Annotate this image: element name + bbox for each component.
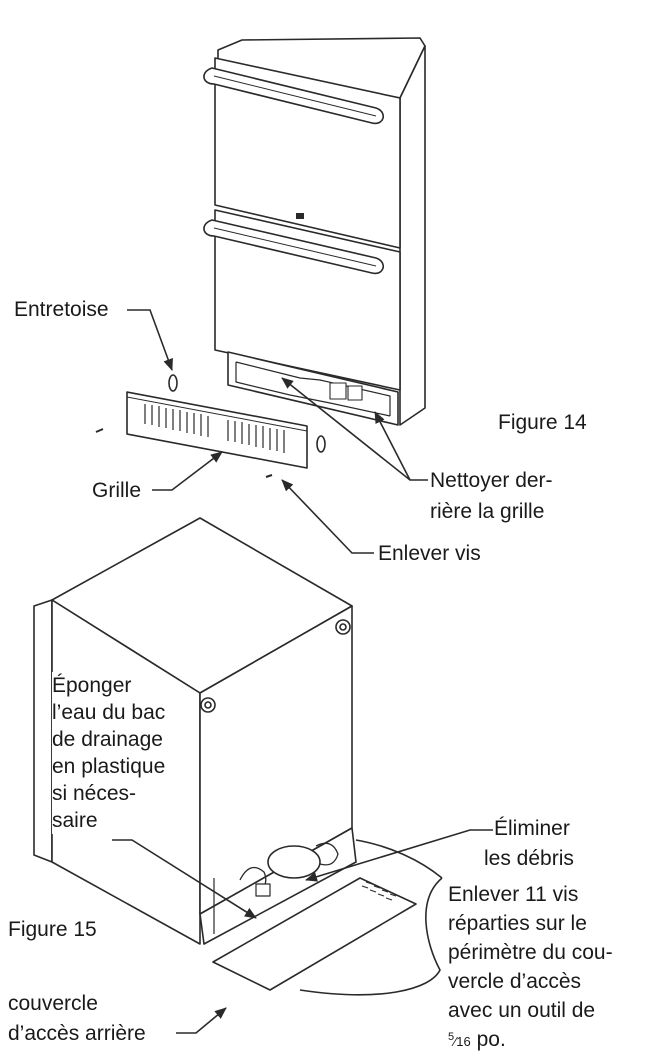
label-remove11-line3: périmètre du cou- bbox=[448, 941, 613, 964]
compressor bbox=[267, 845, 321, 879]
grille-panel bbox=[126, 391, 308, 469]
label-grille: Grille bbox=[92, 479, 142, 502]
label-remove11-line5: avec un outil de bbox=[448, 999, 596, 1022]
leader-spacer bbox=[127, 309, 173, 371]
label-sponge-line3: de drainage bbox=[52, 728, 163, 751]
spacer-left bbox=[168, 374, 178, 392]
label-remove11-line4: vercle d’accès bbox=[448, 970, 582, 993]
leader-clean-b bbox=[374, 411, 411, 481]
leader-sponge bbox=[112, 839, 257, 919]
label-cover-line1: couvercle bbox=[8, 992, 98, 1015]
label-cover-line2: d’accès arrière bbox=[8, 1022, 146, 1045]
figure15-caption: Figure 15 bbox=[8, 918, 97, 941]
figure14-caption: Figure 14 bbox=[498, 411, 587, 434]
grille-drawing bbox=[95, 374, 326, 478]
label-debris-line1: Éliminer bbox=[494, 817, 570, 840]
leader-debris bbox=[305, 829, 493, 882]
label-debris-line2: les débris bbox=[484, 847, 574, 870]
label-sponge-line5: si néces- bbox=[52, 782, 137, 805]
label-clean-line1: Nettoyer der- bbox=[430, 469, 553, 492]
label-spacer: Entretoise bbox=[14, 298, 109, 321]
label-sponge-line6: saire bbox=[52, 809, 98, 832]
label-clean-line2: rière la grille bbox=[430, 500, 545, 523]
cabinet-right-side bbox=[399, 45, 426, 426]
tool-fraction-numerator: 5 bbox=[448, 1031, 455, 1043]
door-edge bbox=[33, 599, 53, 863]
spacer-right bbox=[316, 435, 326, 453]
leader-lines bbox=[112, 309, 493, 1034]
tool-unit: po. bbox=[470, 1028, 506, 1051]
label-tool-size: 5⁄16 po. bbox=[448, 1025, 613, 1058]
label-sponge-line2: l’eau du bac bbox=[52, 701, 166, 724]
label-remove11-line2: réparties sur le bbox=[448, 912, 587, 935]
label-remove11-line1: Enlever 11 vis bbox=[448, 883, 579, 906]
leader-remove-screw bbox=[281, 479, 374, 554]
leader-remove11 bbox=[355, 839, 443, 879]
label-sponge-line4: en plastique bbox=[52, 755, 166, 778]
label-sponge-line1: Éponger bbox=[52, 674, 132, 697]
access-cover bbox=[212, 877, 417, 991]
label-remove-screw: Enlever vis bbox=[378, 542, 481, 565]
tool-fraction-slash: ⁄ bbox=[454, 1034, 457, 1049]
label-sponge: Éponger l’eau du bac de drainage en plas… bbox=[52, 672, 166, 834]
label-remove11: Enlever 11 vis réparties sur le périmètr… bbox=[448, 880, 613, 1058]
tool-fraction-denominator: 16 bbox=[456, 1034, 471, 1049]
figure14-drawing bbox=[203, 37, 426, 426]
leader-cover bbox=[176, 1007, 227, 1034]
leader-grille bbox=[152, 451, 223, 491]
